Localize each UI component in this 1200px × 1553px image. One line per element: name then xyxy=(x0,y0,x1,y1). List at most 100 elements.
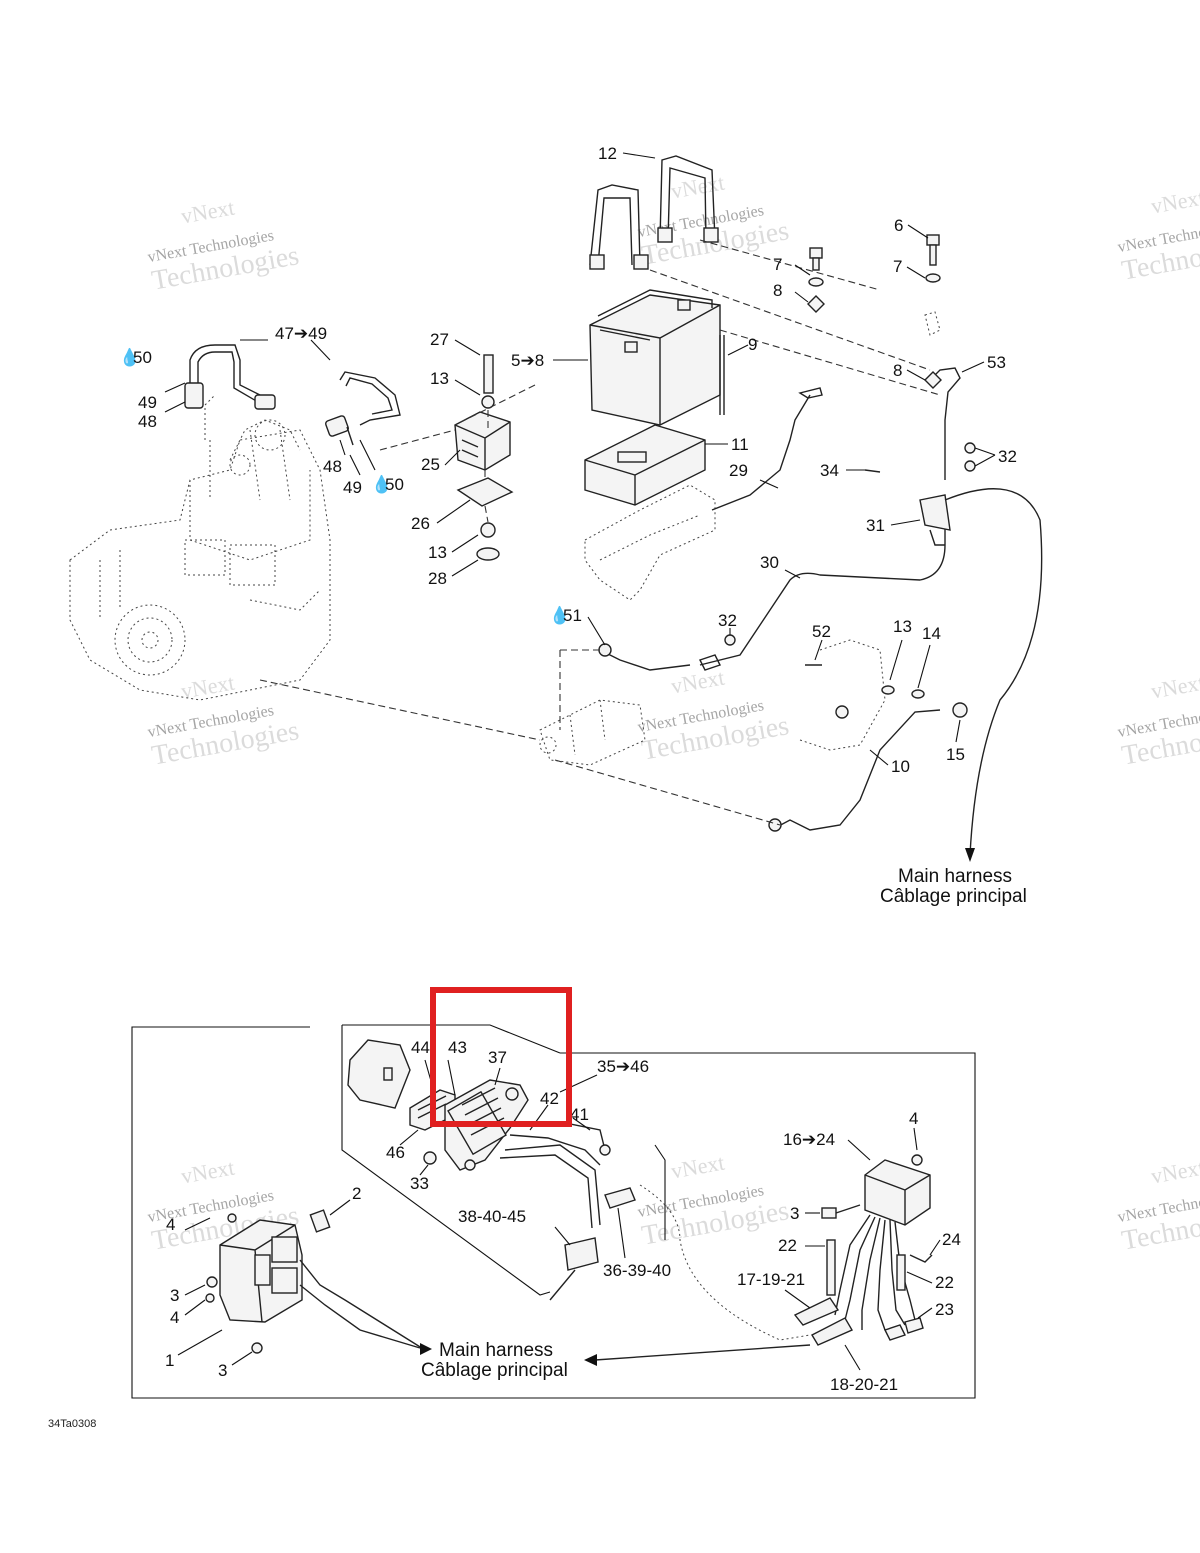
callout-label: 4 xyxy=(166,1215,175,1234)
callout-label: 28 xyxy=(428,569,447,588)
callout-label: 49 xyxy=(138,393,157,412)
bolt-stack-center xyxy=(807,247,825,313)
harness-route xyxy=(594,1344,811,1361)
watermark-text: vNext xyxy=(179,1155,236,1189)
callout-label: 47➔49 xyxy=(275,324,327,343)
harness-label: Main harness xyxy=(898,866,1012,887)
bolt-33 xyxy=(423,1151,437,1165)
callout-label: 52 xyxy=(812,622,831,641)
watermark-text: vNext xyxy=(669,170,726,204)
callout-label: 15 xyxy=(946,745,965,764)
oil-drop-icon: 💧 xyxy=(371,474,392,494)
callout-label: 29 xyxy=(729,461,748,480)
callout-label: 36-39-40 xyxy=(603,1261,671,1280)
callout-label: 12 xyxy=(598,144,617,163)
callout-label: 25 xyxy=(421,455,440,474)
callout-label: 13 xyxy=(430,369,449,388)
cable-51 xyxy=(599,649,691,671)
callout-labels-bottom: 44 43 37 35➔46 42 41 46 33 38-40-45 36-3… xyxy=(165,1038,961,1394)
harness-label: Main harness xyxy=(439,1340,553,1361)
arrow-head xyxy=(584,1354,597,1366)
battery-straps xyxy=(589,155,719,270)
callout-label: 37 xyxy=(488,1048,507,1067)
callout-label: 35➔46 xyxy=(597,1057,649,1076)
callout-label: 38-40-45 xyxy=(458,1207,526,1226)
callout-label: 43 xyxy=(448,1038,467,1057)
ignition-coil xyxy=(454,354,514,561)
callout-label: 3 xyxy=(790,1204,799,1223)
cdi-module xyxy=(793,1154,933,1346)
callout-label: 4 xyxy=(170,1308,179,1327)
vent-tube xyxy=(719,335,725,415)
harness-label: Câblage principal xyxy=(421,1360,568,1381)
callout-label: 23 xyxy=(935,1300,954,1319)
callout-label: 31 xyxy=(866,516,885,535)
callout-label: 34 xyxy=(820,461,839,480)
callout-label: 41 xyxy=(570,1105,589,1124)
figure-code: 34Ta0308 xyxy=(48,1418,96,1430)
callout-label: 44 xyxy=(411,1038,430,1057)
bracket-tab xyxy=(929,529,945,546)
dotted-route xyxy=(639,1184,811,1341)
ignition-lead-right xyxy=(325,371,401,446)
callout-label: 53 xyxy=(987,353,1006,372)
watermark-text: vNext xyxy=(1149,1155,1200,1189)
callout-label: 33 xyxy=(410,1174,429,1193)
arrow-head xyxy=(420,1343,432,1355)
highlight-box xyxy=(430,987,572,1127)
callout-label: 24 xyxy=(942,1230,961,1249)
nut-32 xyxy=(964,460,976,472)
cable-terminal xyxy=(768,818,782,832)
callout-label: 48 xyxy=(138,412,157,431)
callout-label: 6 xyxy=(894,216,903,235)
bolt-34 xyxy=(864,469,881,473)
battery xyxy=(589,289,721,426)
detail-inset xyxy=(131,1024,976,1399)
callout-label: 22 xyxy=(778,1236,797,1255)
callout-label: 7 xyxy=(773,255,782,274)
callout-label: 3 xyxy=(170,1286,179,1305)
engine-drawing xyxy=(69,394,331,701)
callout-label: 22 xyxy=(935,1273,954,1292)
bolt-stack-right xyxy=(924,234,942,389)
leader-lines-bottom xyxy=(177,1059,941,1371)
callout-label: 48 xyxy=(323,457,342,476)
ground-bracket xyxy=(799,639,968,751)
watermark-text: vNext xyxy=(669,1150,726,1184)
callout-labels-top: 12 6 7 7 8 9 5➔8 53 8 47➔49 💧 50 49 48 2… xyxy=(119,144,1027,907)
ecm-module xyxy=(205,1209,426,1354)
callout-label: 5➔8 xyxy=(511,351,544,370)
callout-label: 2 xyxy=(352,1184,361,1203)
battery-tray xyxy=(584,424,706,506)
callout-label: 11 xyxy=(731,435,749,454)
callout-label: 18-20-21 xyxy=(830,1375,898,1394)
cable-53 xyxy=(934,367,961,480)
callout-label: 50 xyxy=(385,475,404,494)
callout-label: 32 xyxy=(718,611,737,630)
callout-label: 27 xyxy=(430,330,449,349)
oil-drop-icon: 💧 xyxy=(549,605,570,625)
callout-label: 32 xyxy=(998,447,1017,466)
watermark-text: vNext xyxy=(669,665,726,699)
callout-label: 9 xyxy=(748,335,757,354)
harness-route xyxy=(944,488,1043,856)
watermark-text: vNext xyxy=(1149,670,1200,704)
harness-label: Câblage principal xyxy=(880,886,1027,907)
watermark-text: vNext xyxy=(1149,185,1200,219)
regulator-cover xyxy=(347,1039,411,1109)
arrow-head xyxy=(965,848,975,862)
cable-terminal xyxy=(798,387,823,399)
callout-label: 42 xyxy=(540,1089,559,1108)
callout-label: 26 xyxy=(411,514,430,533)
cable-29 xyxy=(711,394,811,511)
callout-label: 16➔24 xyxy=(783,1130,835,1149)
nut-32 xyxy=(964,442,976,454)
callout-label: 8 xyxy=(893,361,902,380)
oil-drop-icon: 💧 xyxy=(119,347,140,367)
bracket-31 xyxy=(919,494,951,531)
callout-label: 49 xyxy=(343,478,362,497)
callout-label: 13 xyxy=(893,617,912,636)
callout-label: 10 xyxy=(891,757,910,776)
watermark-text: vNext xyxy=(179,195,236,229)
callout-label: 8 xyxy=(773,281,782,300)
